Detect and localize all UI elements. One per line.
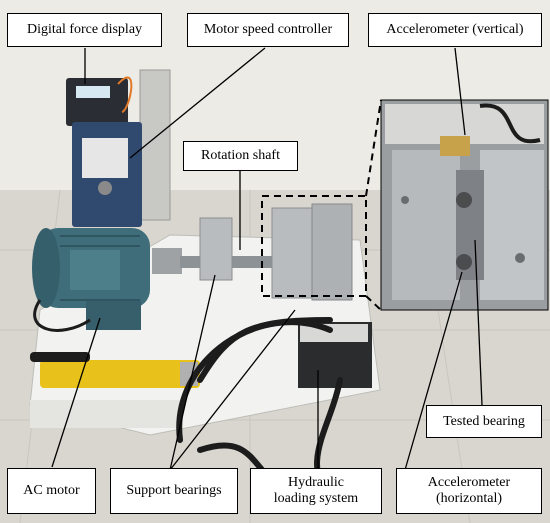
orange-cable	[117, 76, 133, 113]
tested-bearing-label: Tested bearing	[426, 405, 542, 438]
ac-motor-label: AC motor	[7, 468, 96, 514]
controller-stand	[139, 69, 171, 221]
rotation-shaft-label: Rotation shaft	[183, 141, 298, 171]
support-bearing-left	[199, 217, 233, 281]
motor-speed-controller-label: Motor speed controller	[187, 13, 349, 47]
accelerometer-horizontal-label: Accelerometer (horizontal)	[396, 468, 542, 514]
zoom-frame	[261, 195, 367, 297]
motor-cable	[33, 299, 91, 332]
test-bearing-housing	[311, 203, 353, 301]
controller-panel	[82, 138, 128, 178]
accelerometer-vertical-label: Accelerometer (vertical)	[368, 13, 542, 47]
coupling	[152, 248, 182, 274]
zoom-line-top	[365, 99, 382, 197]
inset-closeup	[380, 99, 549, 311]
digital-force-display-label: Digital force display	[7, 13, 162, 47]
digital-force-display-unit	[66, 78, 128, 126]
ac-motor-body	[32, 228, 150, 330]
leader-lines	[51, 47, 483, 471]
support-bearings-label: Support bearings	[110, 468, 238, 514]
hydraulic-loading-system-label: Hydraulic loading system	[250, 468, 382, 514]
controller-knob	[98, 181, 112, 195]
force-display-screen	[76, 86, 110, 98]
support-bearing-right	[271, 207, 315, 299]
base-plate-front	[30, 400, 180, 428]
zoom-line-bottom	[365, 295, 382, 311]
